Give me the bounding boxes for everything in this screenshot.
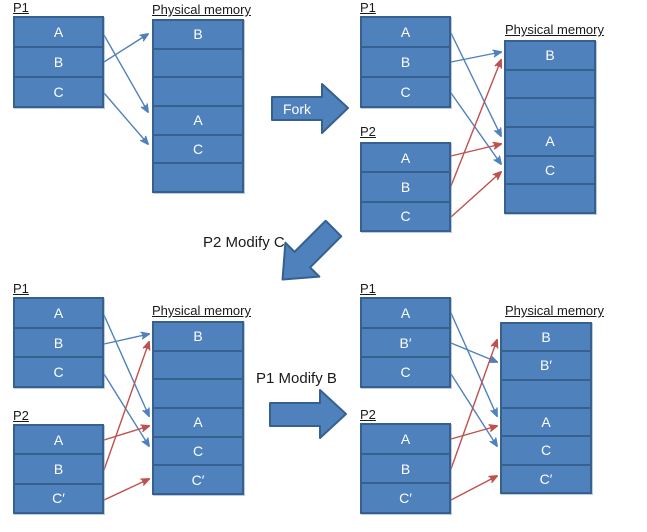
- p2-label: P2: [360, 124, 376, 139]
- p2-label: P2: [13, 408, 29, 423]
- physical-memory-title: Physical memory: [152, 2, 251, 17]
- memory-cell: C: [154, 438, 242, 467]
- p2-cell: C′: [399, 490, 412, 507]
- p2-cell: A: [15, 426, 102, 456]
- memory-box: B A C C′: [152, 321, 244, 495]
- p1-modify-arrow-icon: [269, 389, 347, 439]
- panel-after-p2-modify-pointers: [103, 314, 149, 501]
- memory-cell: A: [154, 409, 242, 438]
- physical-memory-title: Physical memory: [505, 22, 604, 37]
- p2-label: P2: [360, 407, 376, 422]
- memory-cell: B: [154, 21, 242, 50]
- p1-cell: C: [53, 364, 64, 381]
- memory-cell: A: [506, 128, 594, 157]
- p2-modify-arrow-icon: [281, 219, 343, 281]
- p1-cell: B: [362, 48, 449, 78]
- p2-box: A B C′: [13, 424, 104, 514]
- memory-cell: [506, 71, 594, 100]
- physical-memory-title: Physical memory: [152, 303, 251, 318]
- p1-cell: C: [400, 364, 411, 381]
- p2-cell: B: [362, 455, 449, 485]
- p1-cell: A: [362, 18, 449, 48]
- p1-label: P1: [360, 0, 376, 15]
- memory-cell: [154, 380, 242, 410]
- memory-cell: C′: [191, 471, 205, 488]
- panel-after-p1-modify-pointers: [450, 312, 497, 501]
- p2-cell: C′: [52, 490, 65, 507]
- p1-cell: C: [400, 84, 411, 100]
- memory-cell: B: [154, 323, 242, 352]
- p1-cell: B′: [362, 329, 449, 359]
- memory-cell: B′: [502, 352, 590, 381]
- p1-label: P1: [360, 281, 376, 296]
- fork-label: Fork: [283, 100, 311, 117]
- p2-cell: B: [362, 173, 449, 203]
- p1-modify-label: P1 Modify B: [256, 370, 337, 387]
- memory-cell: C: [154, 136, 242, 165]
- memory-cell: [506, 185, 594, 212]
- p1-cell: A: [362, 299, 449, 329]
- memory-cell: A: [502, 409, 590, 438]
- memory-cell: A: [154, 107, 242, 136]
- memory-cell: B: [502, 324, 590, 353]
- p1-cell: C: [53, 84, 64, 100]
- panel-initial-pointers: [103, 34, 148, 144]
- memory-cell: C: [506, 157, 594, 186]
- p2-box: A B C: [360, 142, 451, 232]
- memory-cell: C′: [539, 470, 553, 487]
- memory-cell: [506, 99, 594, 129]
- memory-box: B A C: [504, 40, 596, 214]
- p2-modify-label: P2 Modify C: [203, 234, 285, 251]
- physical-memory-title: Physical memory: [505, 303, 604, 318]
- p2-cell: A: [362, 425, 449, 455]
- p2-box: A B C′: [360, 423, 451, 514]
- memory-box: B B′ A C C′: [500, 322, 592, 494]
- memory-cell: B: [506, 42, 594, 71]
- memory-cell: [154, 50, 242, 79]
- memory-cell: [154, 352, 242, 381]
- p1-label: P1: [13, 281, 29, 296]
- p1-cell: B: [15, 329, 102, 359]
- p1-label: P1: [13, 0, 29, 15]
- memory-cell: [154, 164, 242, 191]
- p1-cell: A: [15, 299, 102, 329]
- p1-box: A B C: [13, 297, 104, 388]
- memory-cell: C: [502, 437, 590, 466]
- p1-cell: B: [15, 48, 102, 78]
- p1-box: A B C: [13, 16, 104, 108]
- memory-cell: [502, 381, 590, 409]
- p2-cell: B: [15, 455, 102, 485]
- p2-cell: C: [400, 208, 411, 225]
- memory-cell: [154, 78, 242, 108]
- p1-box: A B′ C: [360, 297, 451, 388]
- p2-cell: A: [362, 144, 449, 174]
- p1-cell: A: [15, 18, 102, 48]
- p1-box: A B C: [360, 16, 451, 108]
- memory-box: B A C: [152, 19, 244, 193]
- panel-after-fork-pointers: [450, 32, 501, 218]
